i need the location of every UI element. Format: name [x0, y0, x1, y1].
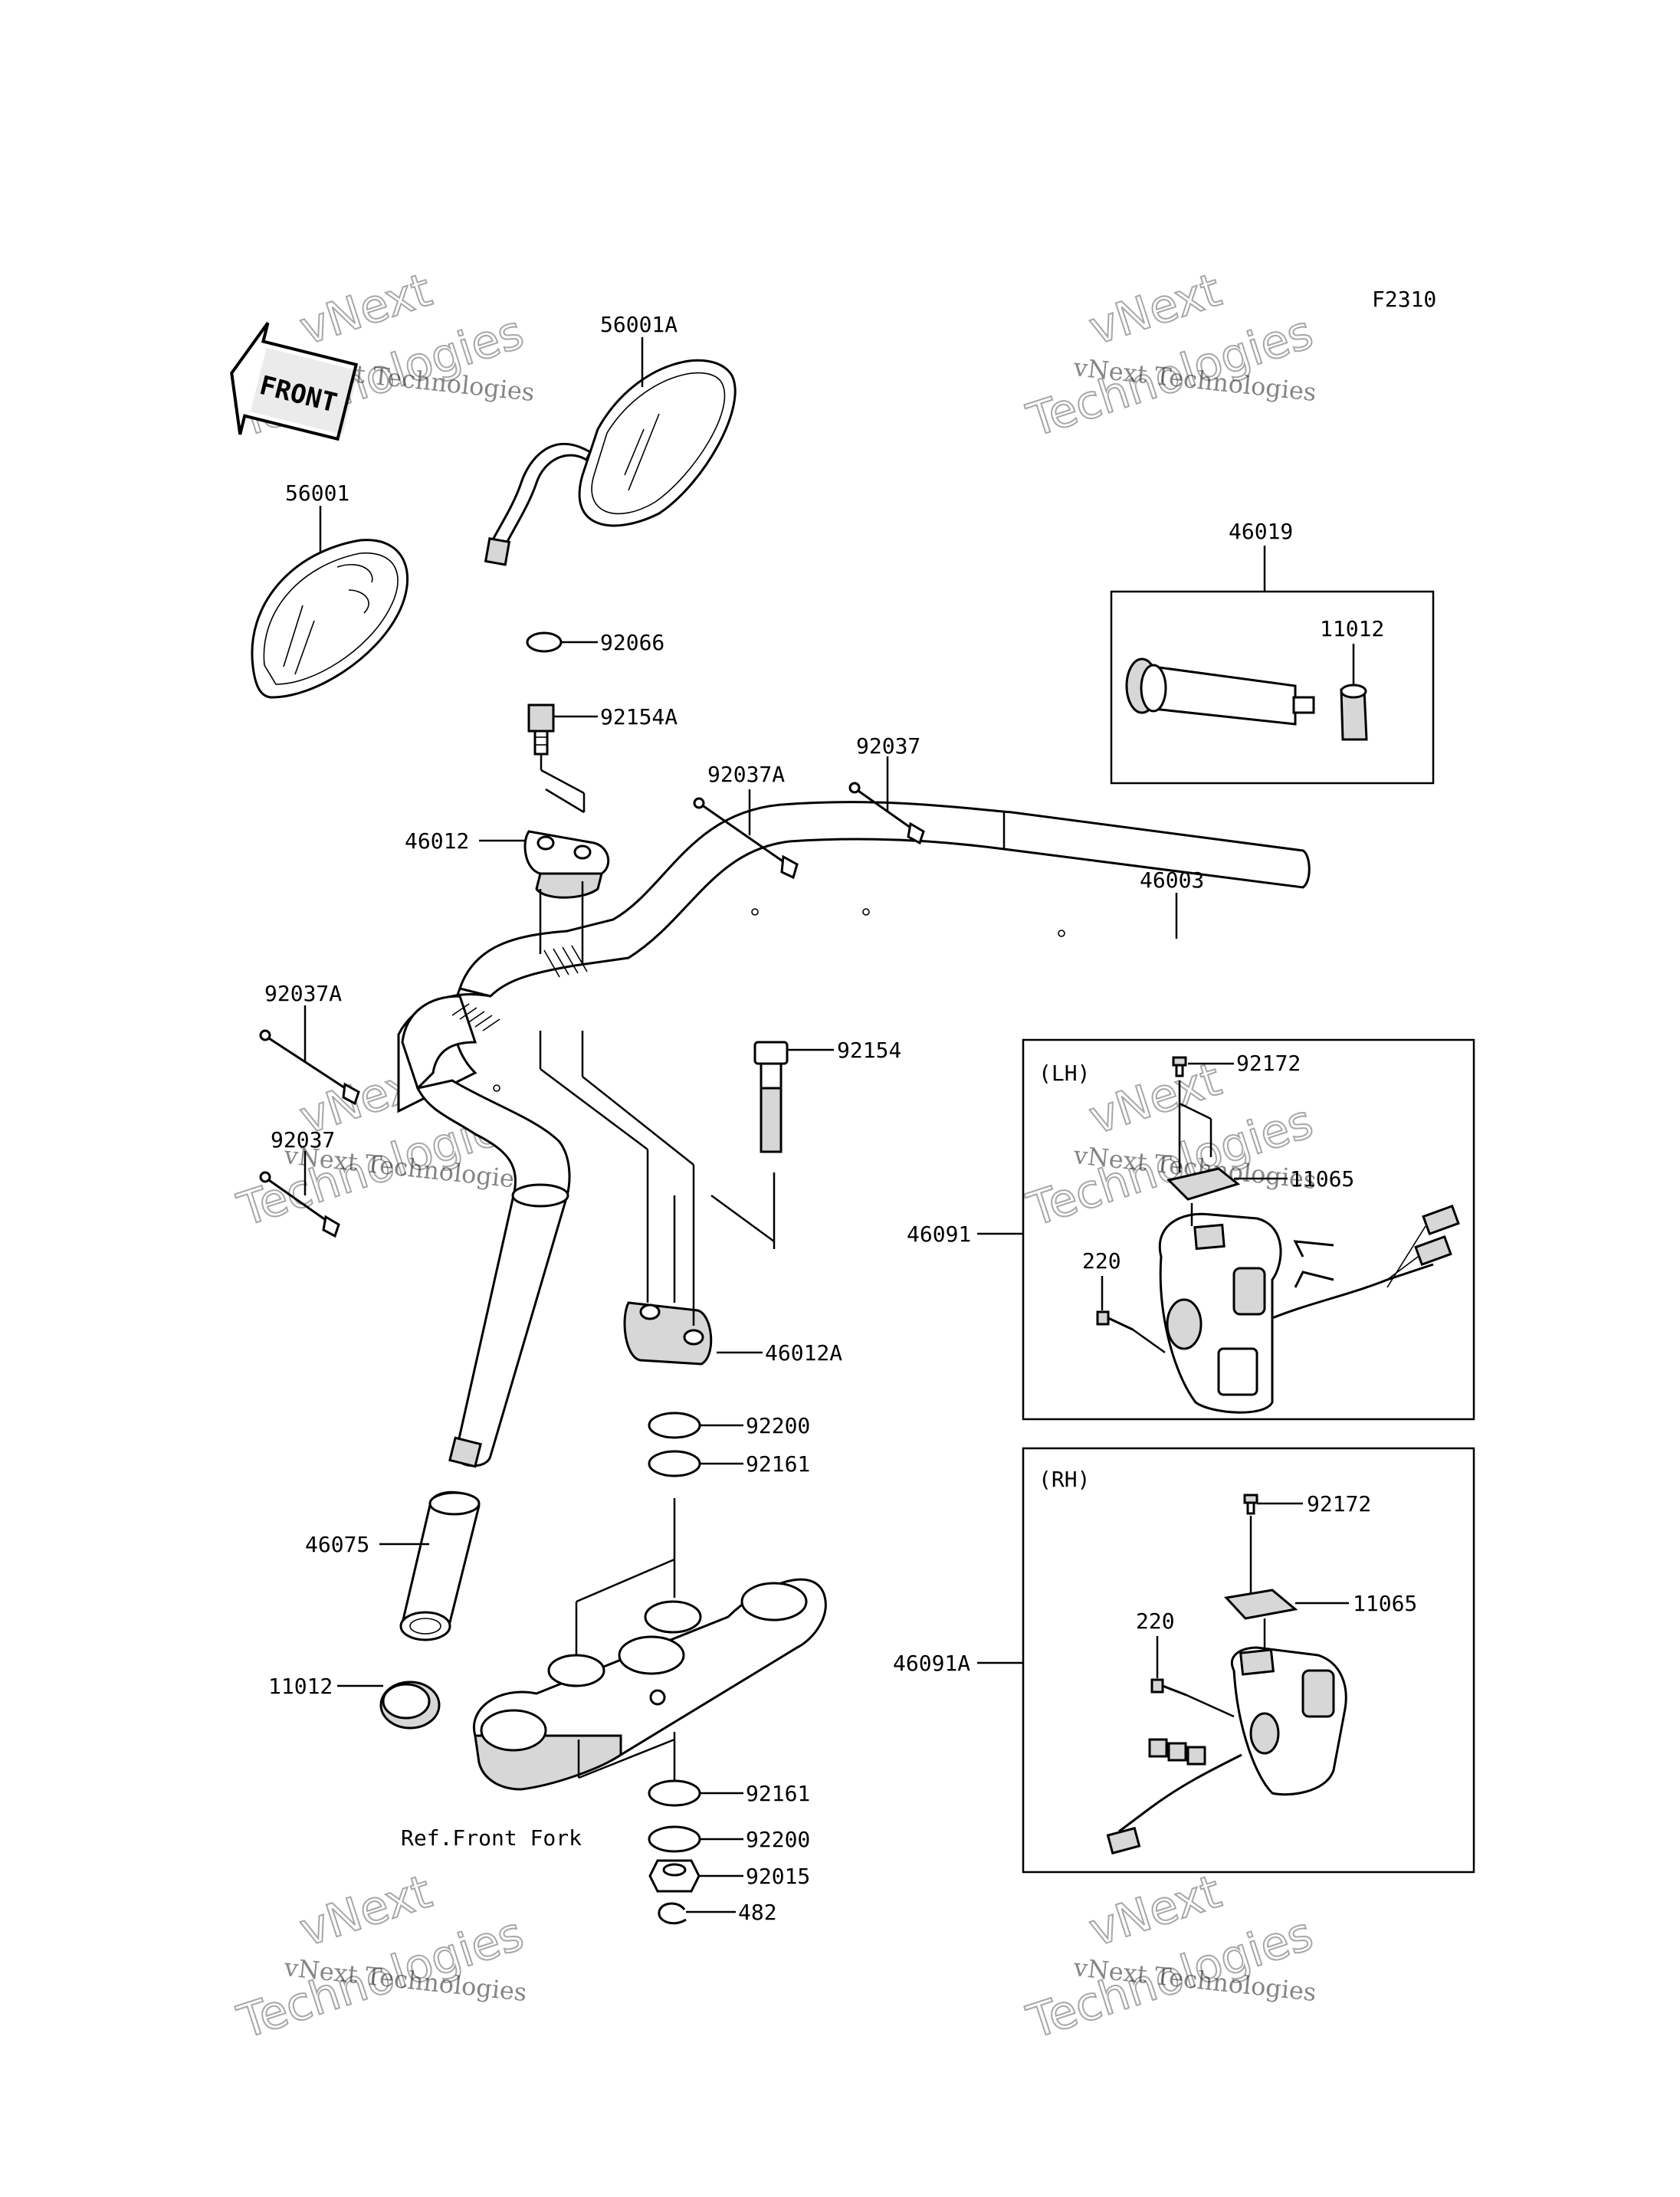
mirror-56001A-icon — [484, 359, 737, 566]
callout-56001: 56001 — [285, 480, 349, 506]
handlebar-46003-icon — [397, 801, 1311, 1468]
callout-92037-top: 92037 — [856, 733, 920, 759]
upper-clamp-46012-icon — [523, 830, 610, 899]
washer-92200-top-icon — [648, 1412, 701, 1439]
callout-46019: 46019 — [1229, 519, 1293, 544]
watermark-bottom-left: vNext Technologies vNext Technologies — [231, 1864, 530, 2051]
circlip-482-icon — [658, 1902, 687, 1925]
callout-220-lh: 220 — [1082, 1248, 1121, 1274]
lower-clamp-46012A-icon — [623, 1301, 713, 1366]
callout-92015: 92015 — [746, 1864, 810, 1889]
strap-92037-left-icon — [259, 1171, 340, 1238]
washer-92200-bottom-icon — [648, 1825, 701, 1853]
screw-92172-lh-icon — [1172, 1056, 1187, 1077]
callout-92161-top: 92161 — [746, 1451, 810, 1477]
lh-switch-box — [1022, 1038, 1475, 1421]
screw-92172-rh-icon — [1243, 1494, 1258, 1515]
reference-note: Ref.Front Fork — [401, 1825, 582, 1851]
callout-46012: 46012 — [405, 828, 469, 854]
end-cap-11012-box-icon — [1340, 684, 1368, 741]
end-cap-11012-left-icon — [379, 1681, 441, 1730]
nut-92015-icon — [648, 1859, 701, 1893]
screw-220-rh-icon — [1150, 1678, 1187, 1697]
grip-kit-box — [1110, 590, 1435, 785]
diagram-code: F2310 — [1372, 287, 1436, 312]
callout-11065-rh: 11065 — [1353, 1591, 1417, 1616]
callout-92037A-left: 92037A — [264, 981, 342, 1006]
rh-switch-box — [1022, 1447, 1475, 1874]
washer-92161-bottom-icon — [648, 1779, 701, 1807]
grip-46075-icon — [399, 1490, 481, 1641]
switch-46091-lh-icon — [1158, 1204, 1460, 1414]
callout-46075: 46075 — [305, 1532, 369, 1557]
callout-46012A: 46012A — [765, 1340, 842, 1366]
callout-11065-lh: 11065 — [1290, 1166, 1354, 1192]
callout-92172-rh: 92172 — [1307, 1491, 1371, 1517]
callout-92161-bottom: 92161 — [746, 1781, 810, 1806]
leader-lines — [304, 337, 1355, 1913]
callout-92172-lh: 92172 — [1236, 1051, 1301, 1076]
callout-92154: 92154 — [837, 1038, 901, 1063]
callout-11012-box: 11012 — [1320, 616, 1384, 641]
callout-46091A: 46091A — [893, 1651, 970, 1676]
clamp-11065-rh-icon — [1224, 1589, 1298, 1620]
callout-92200-top: 92200 — [746, 1413, 810, 1438]
callout-220-rh: 220 — [1136, 1608, 1175, 1634]
front-arrow-icon: FRONT — [230, 322, 359, 441]
callout-46003: 46003 — [1140, 867, 1204, 893]
cap-92066-icon — [526, 631, 563, 653]
throttle-grip-46019-icon — [1125, 657, 1315, 726]
watermark-top-right: vNext Technologies vNext Technologies — [1020, 263, 1320, 449]
strap-92037A-left-icon — [259, 1029, 360, 1106]
triple-clamp-icon — [473, 1578, 827, 1791]
callout-labels: 56001A 56001 92066 92154A 46019 11012 92… — [264, 312, 1417, 1925]
callout-56001A: 56001A — [600, 312, 678, 337]
screw-220-lh-icon — [1096, 1310, 1134, 1331]
watermark-bottom-right: vNext Technologies vNext Technologies — [1020, 1864, 1320, 2051]
switch-46091A-rh-icon — [1106, 1646, 1347, 1855]
washer-92161-top-icon — [648, 1450, 701, 1477]
mirror-56001-icon — [251, 539, 409, 699]
callout-92200-bottom: 92200 — [746, 1827, 810, 1852]
bolt-92154-icon — [753, 1041, 789, 1153]
strap-92037-top-icon — [848, 782, 925, 845]
callout-11012-left: 11012 — [268, 1674, 333, 1699]
strap-92037A-top-icon — [693, 797, 799, 880]
bolt-92154A-icon — [527, 703, 555, 756]
clamp-11065-lh-icon — [1166, 1167, 1241, 1201]
callout-46091: 46091 — [907, 1221, 971, 1247]
callout-92154A: 92154A — [600, 704, 678, 730]
rh-box-title: (RH) — [1039, 1467, 1090, 1492]
callout-482: 482 — [738, 1900, 777, 1925]
callout-92037A-top: 92037A — [707, 762, 785, 787]
callout-92037-left: 92037 — [271, 1127, 335, 1153]
lh-box-title: (LH) — [1039, 1061, 1090, 1086]
callout-92066: 92066 — [600, 630, 664, 655]
